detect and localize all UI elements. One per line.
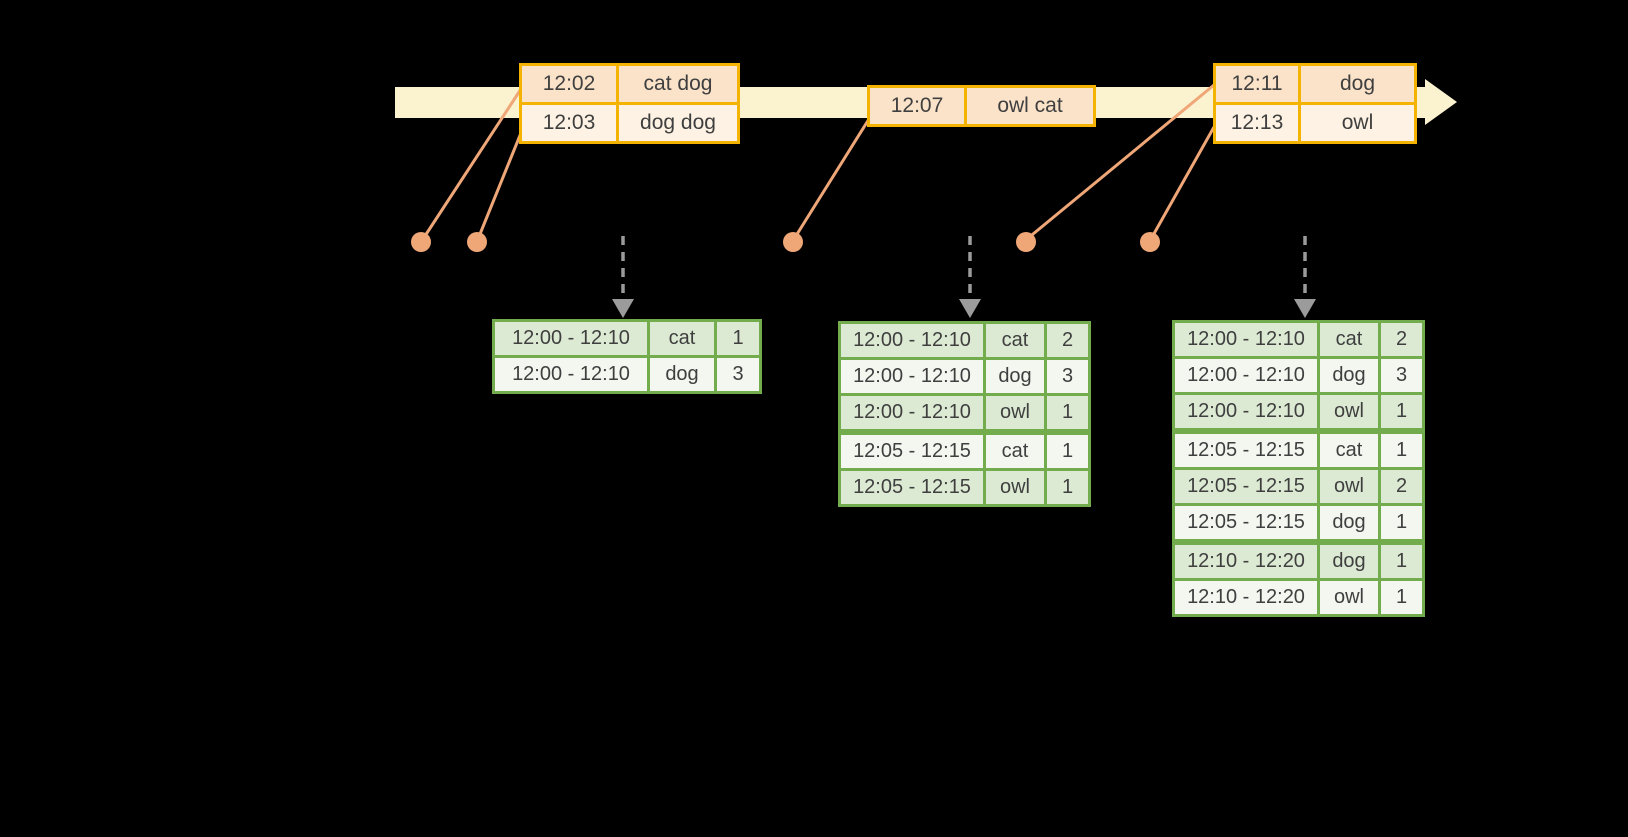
window-range: 12:00 - 12:10 — [492, 355, 650, 394]
result-row: 12:00 - 12:10 dog 3 — [1172, 356, 1425, 395]
window-range: 12:00 - 12:10 — [492, 319, 650, 358]
event-row: 12:13 owl — [1213, 102, 1417, 144]
result-row: 12:00 - 12:10 cat 2 — [1172, 320, 1425, 359]
event-dot-icon — [467, 232, 487, 252]
result-table-1: 12:00 - 12:10 cat 1 12:00 - 12:10 dog 3 — [492, 319, 762, 394]
count: 2 — [1378, 467, 1425, 506]
window-range: 12:00 - 12:10 — [1172, 392, 1320, 433]
count: 1 — [1044, 393, 1091, 434]
connector-line — [476, 127, 525, 240]
result-row: 12:00 - 12:10 cat 2 — [838, 321, 1091, 360]
word: cat — [1317, 428, 1381, 470]
result-row: 12:05 - 12:15 dog 1 — [1172, 503, 1425, 544]
count: 3 — [714, 355, 762, 394]
result-table-2: 12:00 - 12:10 cat 2 12:00 - 12:10 dog 3 … — [838, 321, 1091, 507]
count: 1 — [1378, 392, 1425, 433]
window-range: 12:05 - 12:15 — [838, 429, 986, 471]
word: owl — [1317, 392, 1381, 433]
result-row: 12:00 - 12:10 dog 3 — [838, 357, 1091, 396]
result-row: 12:05 - 12:15 owl 2 — [1172, 467, 1425, 506]
window-range: 12:00 - 12:10 — [1172, 320, 1320, 359]
event-words: owl cat — [964, 85, 1096, 127]
event-table-2: 12:07 owl cat — [867, 85, 1096, 127]
word: dog — [647, 355, 717, 394]
count: 1 — [714, 319, 762, 358]
window-range: 12:00 - 12:10 — [838, 393, 986, 434]
count: 2 — [1044, 321, 1091, 360]
word: owl — [983, 468, 1047, 507]
result-row: 12:10 - 12:20 dog 1 — [1172, 539, 1425, 581]
count: 3 — [1378, 356, 1425, 395]
event-table-3: 12:11 dog 12:13 owl — [1213, 63, 1417, 144]
event-words: cat dog — [616, 63, 740, 105]
count: 1 — [1044, 429, 1091, 471]
count: 1 — [1378, 428, 1425, 470]
event-dot-icon — [783, 232, 803, 252]
word: cat — [983, 321, 1047, 360]
event-row: 12:07 owl cat — [867, 85, 1096, 127]
word: owl — [1317, 578, 1381, 617]
window-range: 12:05 - 12:15 — [1172, 503, 1320, 544]
event-row: 12:03 dog dog — [519, 102, 740, 144]
window-range: 12:05 - 12:15 — [838, 468, 986, 507]
event-dot-icon — [1140, 232, 1160, 252]
window-range: 12:05 - 12:15 — [1172, 428, 1320, 470]
window-range: 12:10 - 12:20 — [1172, 539, 1320, 581]
event-dot-icon — [411, 232, 431, 252]
result-row: 12:00 - 12:10 owl 1 — [1172, 392, 1425, 433]
trigger-down-arrow-icon — [959, 236, 981, 318]
result-table-3: 12:00 - 12:10 cat 2 12:00 - 12:10 dog 3 … — [1172, 320, 1425, 617]
window-range: 12:10 - 12:20 — [1172, 578, 1320, 617]
word: dog — [1317, 539, 1381, 581]
trigger-down-arrow-icon — [612, 236, 634, 318]
result-row: 12:00 - 12:10 dog 3 — [492, 355, 762, 394]
result-row: 12:00 - 12:10 cat 1 — [492, 319, 762, 358]
event-time: 12:03 — [519, 102, 619, 144]
window-range: 12:00 - 12:10 — [1172, 356, 1320, 395]
result-row: 12:00 - 12:10 owl 1 — [838, 393, 1091, 434]
word: cat — [983, 429, 1047, 471]
window-range: 12:05 - 12:15 — [1172, 467, 1320, 506]
connector-line — [421, 88, 523, 240]
word: cat — [1317, 320, 1381, 359]
event-row: 12:02 cat dog — [519, 63, 740, 105]
count: 1 — [1044, 468, 1091, 507]
connector-line — [792, 118, 871, 240]
word: owl — [983, 393, 1047, 434]
window-range: 12:00 - 12:10 — [838, 357, 986, 396]
event-row: 12:11 dog — [1213, 63, 1417, 105]
event-time: 12:11 — [1213, 63, 1301, 105]
event-time: 12:02 — [519, 63, 619, 105]
result-row: 12:10 - 12:20 owl 1 — [1172, 578, 1425, 617]
window-range: 12:00 - 12:10 — [838, 321, 986, 360]
word: dog — [1317, 503, 1381, 544]
event-words: owl — [1298, 102, 1417, 144]
event-dot-icon — [1016, 232, 1036, 252]
connector-line — [1026, 83, 1215, 241]
event-words: dog — [1298, 63, 1417, 105]
timeline-arrowhead-icon — [1425, 79, 1457, 125]
count: 1 — [1378, 539, 1425, 581]
trigger-down-arrow-icon — [1294, 236, 1316, 318]
result-row: 12:05 - 12:15 cat 1 — [838, 429, 1091, 471]
word: cat — [647, 319, 717, 358]
word: dog — [1317, 356, 1381, 395]
count: 1 — [1378, 503, 1425, 544]
count: 1 — [1378, 578, 1425, 617]
word: owl — [1317, 467, 1381, 506]
count: 3 — [1044, 357, 1091, 396]
event-time: 12:13 — [1213, 102, 1301, 144]
result-row: 12:05 - 12:15 owl 1 — [838, 468, 1091, 507]
connector-line — [1149, 126, 1216, 240]
word: dog — [983, 357, 1047, 396]
event-words: dog dog — [616, 102, 740, 144]
count: 2 — [1378, 320, 1425, 359]
event-time: 12:07 — [867, 85, 967, 127]
event-table-1: 12:02 cat dog 12:03 dog dog — [519, 63, 740, 144]
result-row: 12:05 - 12:15 cat 1 — [1172, 428, 1425, 470]
